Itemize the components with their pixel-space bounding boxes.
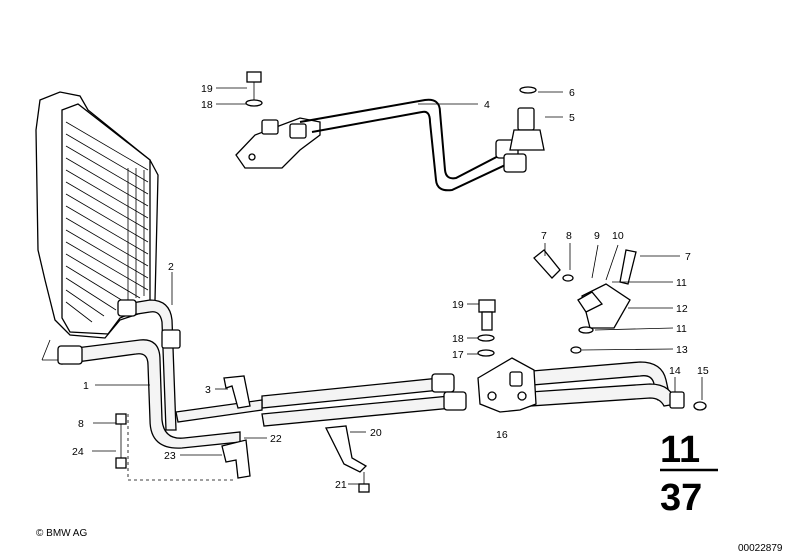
callout-2: 2	[168, 261, 174, 273]
callout-9: 9	[594, 230, 600, 242]
oil-hose-2	[117, 299, 181, 431]
callout-6: 6	[569, 87, 575, 99]
callout-10: 10	[612, 230, 624, 242]
callout-14: 14	[669, 365, 681, 377]
drawing-number: 00022879	[738, 543, 783, 554]
callout-20: 20	[370, 427, 382, 439]
bracket-16	[477, 357, 537, 413]
callout-18-top: 18	[201, 99, 213, 111]
callout-8-top: 8	[566, 230, 572, 242]
callouts: 1 2 3 4 5 6 7 7 8 8 9 10 11 11 12 13 14 …	[72, 83, 709, 491]
callout-23: 23	[164, 450, 176, 462]
section-sheet: 37	[660, 477, 702, 519]
callout-11-top: 11	[676, 277, 687, 289]
section-group: 11	[660, 429, 700, 471]
callout-7-left: 7	[541, 230, 547, 242]
callout-19-top: 19	[201, 83, 213, 95]
callout-19-bottom: 19	[452, 299, 464, 311]
long-lines	[175, 361, 677, 427]
callout-8-left: 8	[78, 418, 84, 430]
callout-7-right: 7	[685, 251, 691, 263]
callout-11-bottom: 11	[676, 323, 687, 335]
callout-18-bottom: 18	[452, 333, 464, 345]
callout-15: 15	[697, 365, 709, 377]
callout-24: 24	[72, 446, 84, 458]
callout-3: 3	[205, 384, 211, 396]
hardware	[115, 71, 707, 493]
callout-21: 21	[335, 479, 347, 491]
callout-5: 5	[569, 112, 575, 124]
oil-hose-1	[57, 339, 241, 449]
leader-lines	[92, 87, 703, 485]
callout-4: 4	[484, 99, 490, 111]
callout-16: 16	[496, 429, 508, 441]
callout-12: 12	[676, 303, 688, 315]
callout-17: 17	[452, 349, 464, 361]
section-reference: 11 37	[660, 429, 718, 519]
pipe-4	[235, 98, 545, 192]
callout-13: 13	[676, 344, 688, 356]
callout-1: 1	[83, 380, 89, 392]
oil-cooler	[35, 91, 159, 361]
copyright: © BMW AG	[36, 528, 87, 539]
callout-22: 22	[270, 433, 282, 445]
